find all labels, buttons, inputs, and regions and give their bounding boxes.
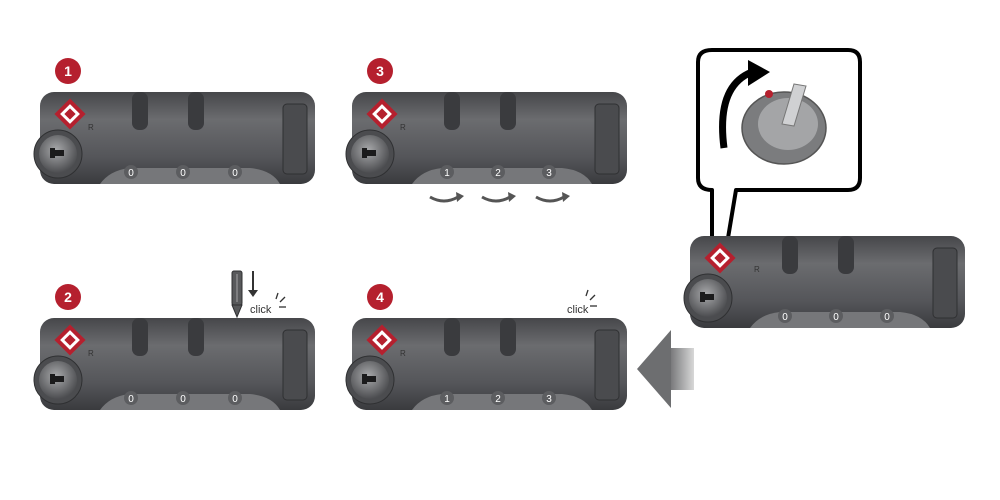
step-3-panel: 3 R 1 2 3	[345, 58, 628, 204]
dial-2: 0	[176, 391, 190, 405]
turn-arrow-icon	[719, 60, 770, 149]
dial-3: 0	[880, 309, 894, 323]
step-1-panel: 1 R 0 0 0	[33, 58, 316, 185]
click-label: click	[567, 304, 589, 316]
click-burst-icon	[585, 289, 597, 307]
keyhole-closeup-icon	[741, 83, 827, 165]
dial-3: 3	[542, 165, 556, 179]
svg-text:2: 2	[495, 394, 501, 405]
svg-text:3: 3	[546, 168, 552, 179]
step-4-badge: 4	[367, 284, 393, 310]
dial-1: 1	[440, 165, 454, 179]
svg-text:0: 0	[782, 312, 788, 323]
svg-text:2: 2	[495, 168, 501, 179]
dial-1: 1	[440, 391, 454, 405]
svg-text:0: 0	[232, 168, 238, 179]
svg-text:R: R	[400, 349, 406, 358]
step-4-panel: 4 click R 1 2 3	[345, 284, 628, 411]
rotate-dial-arrow-icon	[428, 190, 466, 204]
dial-1: 0	[778, 309, 792, 323]
svg-text:0: 0	[128, 168, 134, 179]
rotate-dial-arrow-icon	[480, 190, 518, 204]
step-2-badge-label: 2	[64, 289, 72, 305]
svg-text:R: R	[400, 123, 406, 132]
lock-reset-detail: R 0 0 0	[683, 235, 966, 329]
svg-text:0: 0	[128, 394, 134, 405]
step-4-badge-label: 4	[376, 289, 384, 305]
dial-2: 0	[176, 165, 190, 179]
dial-3: 3	[542, 391, 556, 405]
step-2-badge: 2	[55, 284, 81, 310]
lock-step-1: R 0 0 0	[33, 91, 316, 185]
dial-3: 0	[228, 391, 242, 405]
step-2-panel: 2 click R 0 0 0	[33, 270, 316, 411]
svg-text:1: 1	[444, 394, 450, 405]
step-3-badge: 3	[367, 58, 393, 84]
pen-icon	[231, 270, 243, 319]
dial-2: 0	[829, 309, 843, 323]
svg-text:0: 0	[884, 312, 890, 323]
svg-text:R: R	[88, 349, 94, 358]
dial-1: 0	[124, 391, 138, 405]
svg-text:R: R	[754, 265, 760, 274]
svg-text:1: 1	[444, 168, 450, 179]
svg-text:0: 0	[833, 312, 839, 323]
svg-text:0: 0	[180, 168, 186, 179]
reset-detail-panel: R 0 0 0	[683, 48, 966, 329]
click-label: click	[250, 304, 272, 316]
click-burst-icon	[275, 292, 286, 308]
dial-1: 0	[124, 165, 138, 179]
svg-text:0: 0	[232, 394, 238, 405]
step-1-badge-label: 1	[64, 63, 72, 79]
lock-step-4: R 1 2 3	[345, 317, 628, 411]
svg-text:0: 0	[180, 394, 186, 405]
dial-2: 2	[491, 165, 505, 179]
direction-arrow-icon	[637, 330, 694, 408]
svg-text:3: 3	[546, 394, 552, 405]
lock-step-3: R 1 2 3	[345, 91, 628, 185]
press-down-arrow-icon	[248, 271, 258, 297]
dial-3: 0	[228, 165, 242, 179]
rotate-dial-arrow-icon	[534, 190, 572, 204]
step-3-badge-label: 3	[376, 63, 384, 79]
registered-mark: R	[88, 123, 94, 132]
dial-2: 2	[491, 391, 505, 405]
lock-step-2: R 0 0 0	[33, 317, 316, 411]
step-1-badge: 1	[55, 58, 81, 84]
